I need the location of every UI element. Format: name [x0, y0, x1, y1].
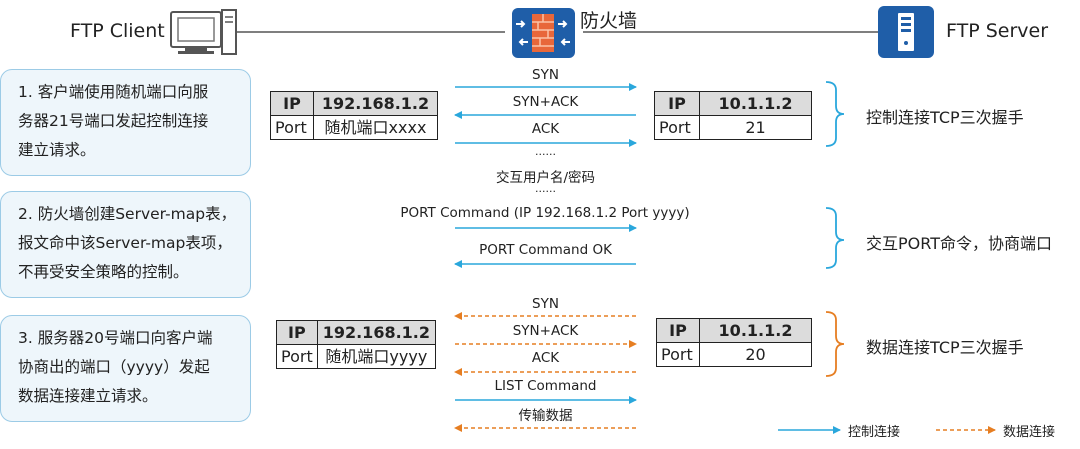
ip-value: 192.168.1.2: [316, 320, 437, 345]
ip-value: 192.168.1.2: [313, 91, 438, 116]
msg-port-ok: PORT Command OK: [479, 242, 612, 258]
msg-syn-1: SYN: [532, 67, 559, 83]
server-icon: [878, 6, 934, 58]
ip-label: IP: [654, 91, 700, 116]
summary-control-handshake: 控制连接TCP三次握手: [866, 108, 1024, 127]
port-value: 20: [699, 342, 812, 367]
ip-label: IP: [656, 318, 700, 343]
summary-data-handshake: 数据连接TCP三次握手: [866, 338, 1024, 357]
step-box-1: 1. 客户端使用随机端口向服 务器21号端口发起控制连接 建立请求。: [0, 69, 251, 176]
port-value: 随机端口xxxx: [313, 115, 438, 140]
bracket-data-handshake: [825, 311, 845, 377]
msg-ack-1: ACK: [531, 121, 560, 137]
step-1-line-3: 建立请求。: [18, 141, 96, 159]
firewall-icon: [512, 8, 575, 58]
msg-dots-2: ......: [535, 182, 556, 195]
step-box-2: 2. 防火墙创建Server-map表， 报文命中该Server-map表项， …: [0, 191, 251, 298]
ip-label: IP: [270, 91, 314, 116]
msg-list-command: LIST Command: [494, 378, 597, 394]
step-2-line-1: 2. 防火墙创建Server-map表，: [18, 205, 237, 223]
msg-synack-1: SYN+ACK: [512, 94, 579, 110]
step-1-line-1: 1. 客户端使用随机端口向服: [18, 83, 209, 101]
step-1-line-2: 务器21号端口发起控制连接: [18, 112, 209, 130]
computer-icon: [170, 9, 237, 55]
step-3-line-3: 数据连接建立请求。: [18, 387, 158, 405]
bracket-control-handshake: [825, 81, 845, 147]
msg-port-command: PORT Command (IP 192.168.1.2 Port yyyy): [400, 205, 690, 221]
step-2-line-2: 报文命中该Server-map表项，: [18, 234, 232, 252]
server-title: FTP Server: [946, 20, 1049, 42]
msg-userpass: 交互用户名/密码: [495, 170, 596, 186]
msg-dots-1: ......: [535, 145, 556, 158]
port-label: Port: [654, 115, 700, 140]
ip-label: IP: [276, 320, 318, 345]
ip-value: 10.1.1.2: [699, 91, 812, 116]
msg-transfer: 传输数据: [518, 408, 573, 424]
step-box-3: 3. 服务器20号端口向客户端 协商出的端口（yyyy）发起 数据连接建立请求。: [0, 315, 251, 422]
port-label: Port: [276, 344, 318, 369]
bracket-port-exchange: [825, 207, 845, 269]
firewall-title: 防火墙: [580, 10, 638, 32]
port-label: Port: [656, 342, 700, 367]
client-title: FTP Client: [70, 20, 165, 42]
msg-ack-2: ACK: [531, 350, 560, 366]
legend-data-label: 数据连接: [1003, 425, 1056, 440]
ip-value: 10.1.1.2: [699, 318, 812, 343]
legend-control-label: 控制连接: [848, 425, 901, 440]
port-value: 随机端口yyyy: [316, 344, 437, 369]
step-3-line-2: 协商出的端口（yyyy）发起: [18, 358, 210, 376]
port-label: Port: [270, 115, 314, 140]
msg-syn-2: SYN: [532, 296, 559, 312]
step-2-line-3: 不再受安全策略的控制。: [18, 263, 189, 281]
step-3-line-1: 3. 服务器20号端口向客户端: [18, 329, 213, 347]
summary-port-exchange: 交互PORT命令，协商端口: [866, 234, 1052, 253]
msg-synack-2: SYN+ACK: [512, 323, 579, 339]
port-value: 21: [699, 115, 812, 140]
